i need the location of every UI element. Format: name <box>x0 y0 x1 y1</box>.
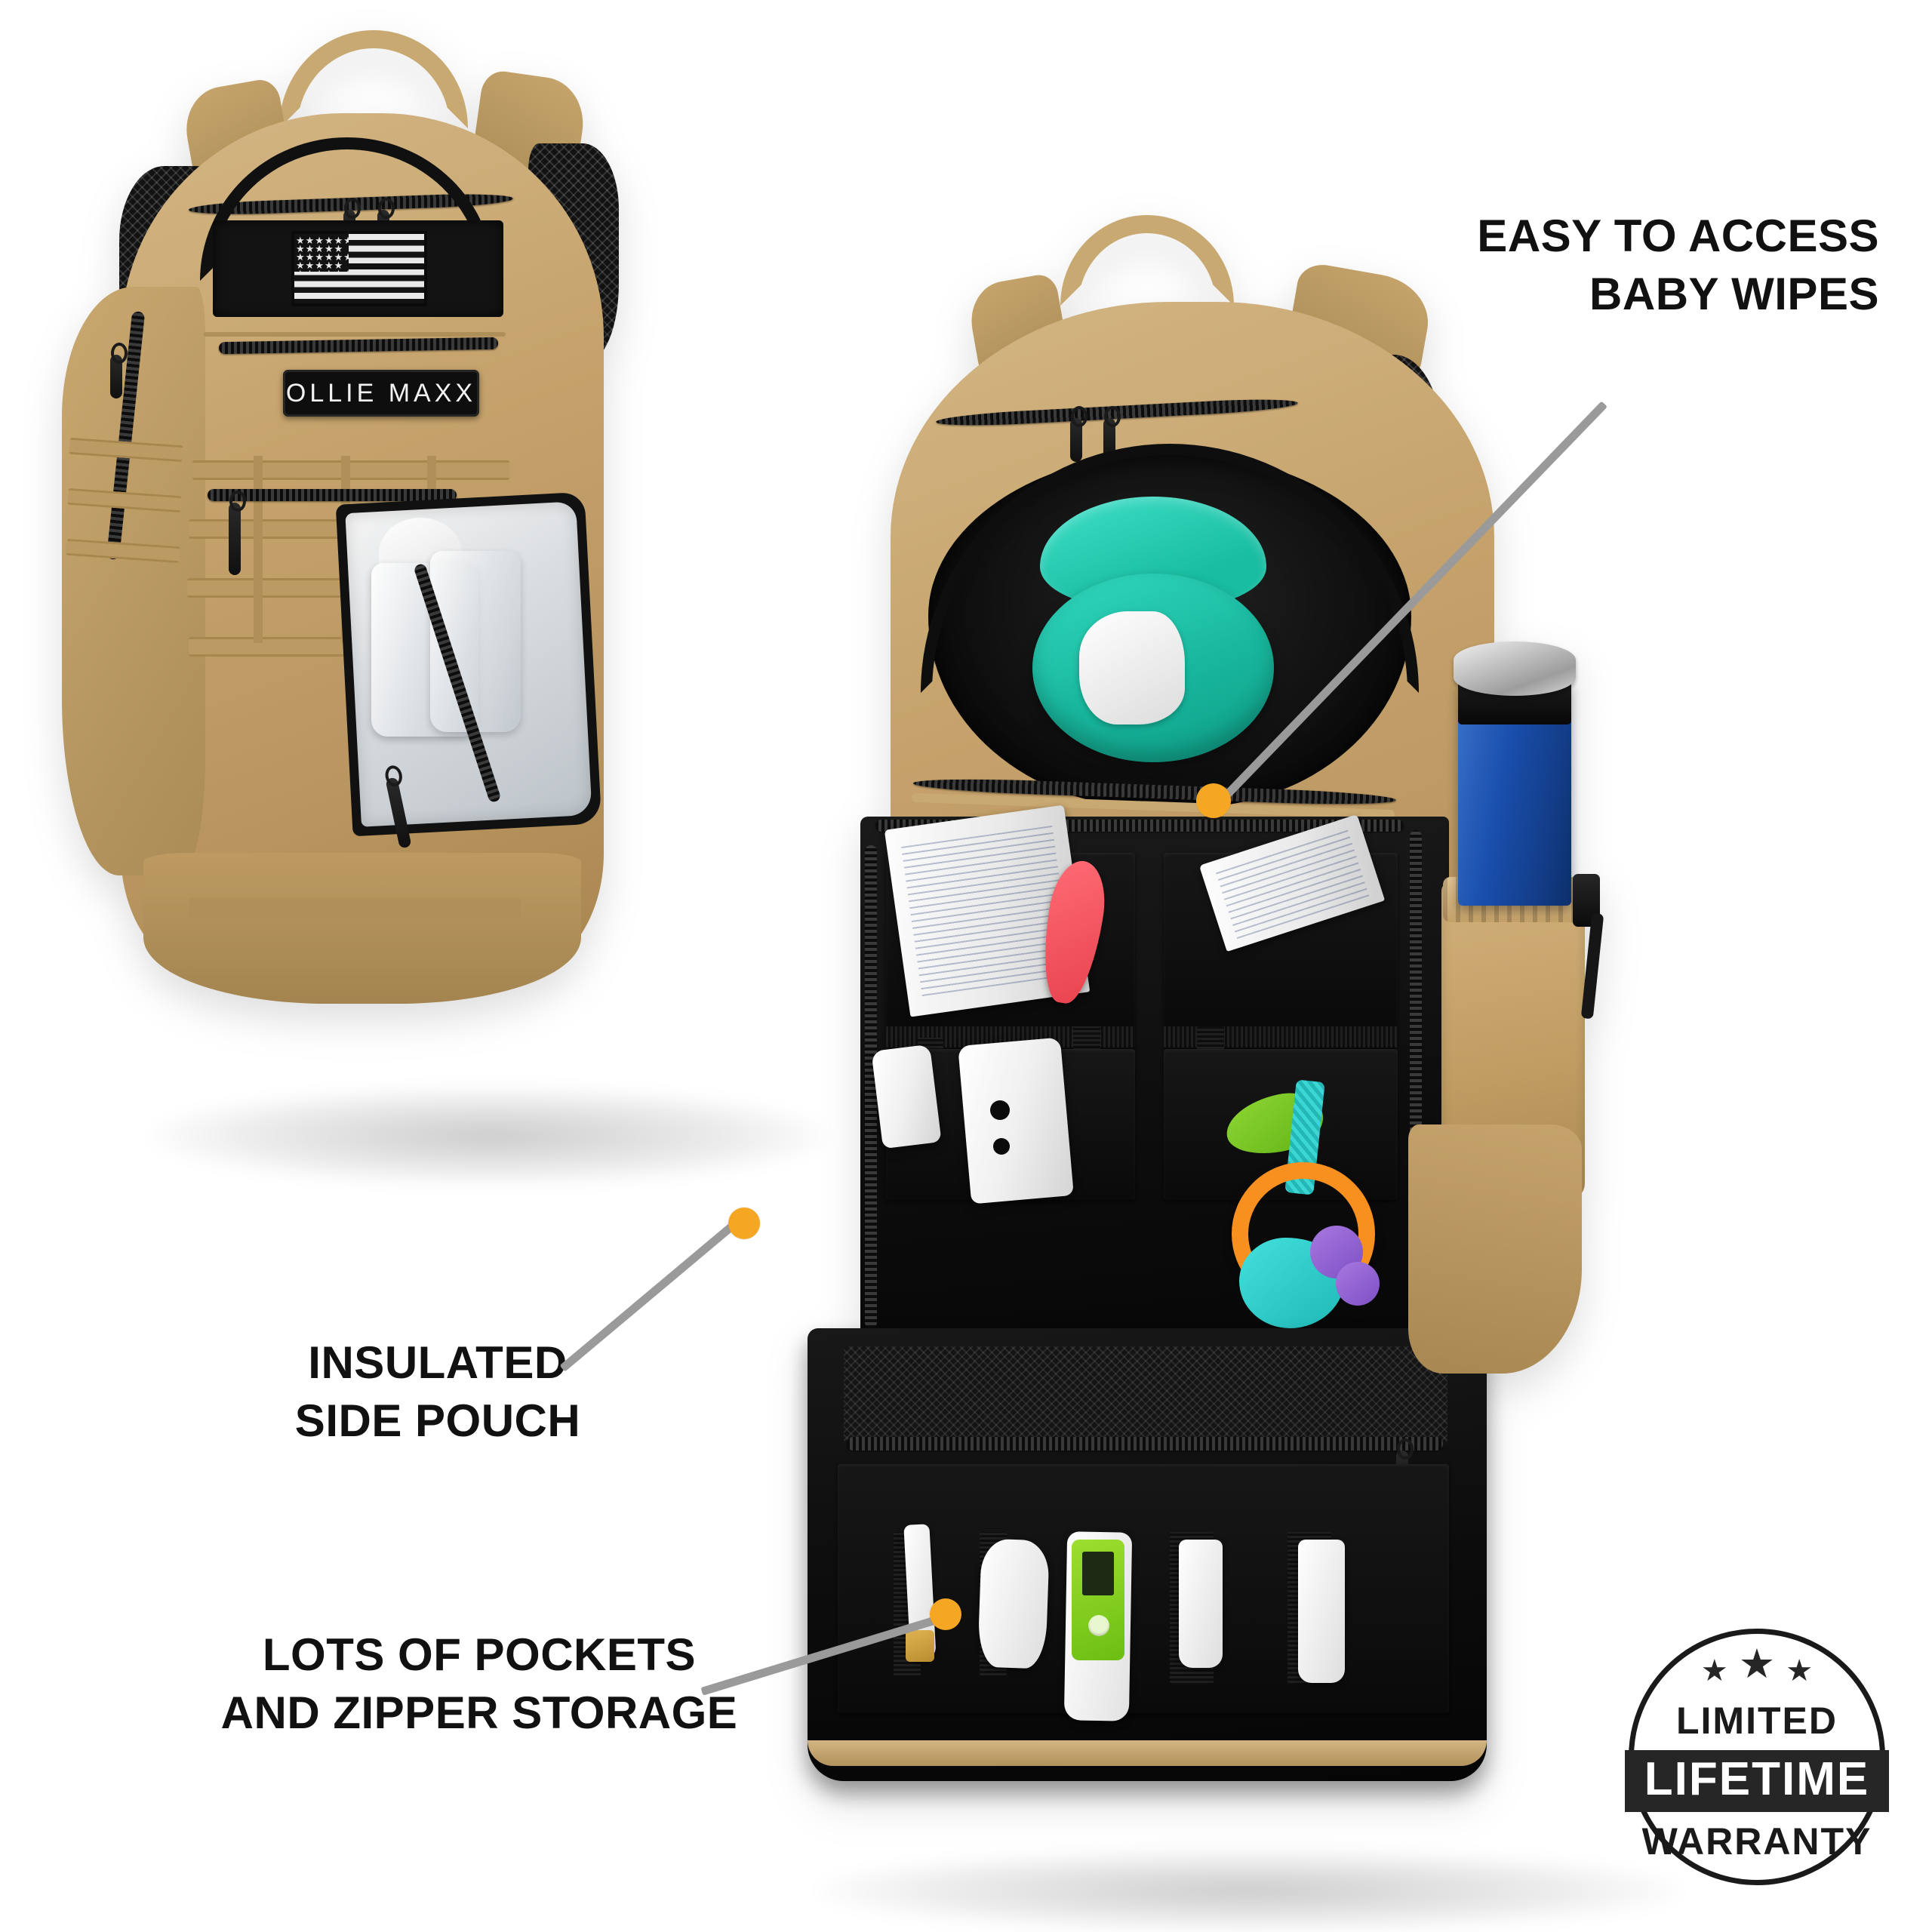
limited-lifetime-warranty-badge: ★ ★ ★ LIMITED LIFETIME WARRANTY <box>1624 1629 1890 1885</box>
side-zipper-pull <box>110 343 128 398</box>
badge-bottom-text: WARRANTY <box>1641 1820 1872 1863</box>
front-lower-zipper-pull <box>229 491 246 575</box>
molle-tab-a <box>254 456 263 643</box>
usa-flag-patch: ★★★★★★★★★★★★★★★★★★★★★★★★★★★★ <box>291 231 427 306</box>
open-pack-right-lower-body <box>1408 1124 1582 1374</box>
badge-highlight-text: LIFETIME <box>1624 1750 1890 1812</box>
callout-baby-wipes: EASY TO ACCESS BABY WIPES <box>1411 208 1879 324</box>
callout-baby-wipes-line2: BABY WIPES <box>1589 268 1879 319</box>
front-lower-zipper <box>208 489 457 501</box>
flag-star-field: ★★★★★★★★★★★★★★★★★★★★★★★★★★★★ <box>294 234 349 272</box>
star-icon-left: ★ <box>1700 1654 1728 1687</box>
thermometer-screen <box>1082 1552 1114 1595</box>
nail-file-gold-tip <box>906 1630 934 1662</box>
flap-pocket-row <box>838 1464 1449 1713</box>
tumbler-steel-lid <box>1454 641 1576 696</box>
baby-brush <box>1179 1540 1223 1668</box>
badge-top-text: LIMITED <box>1676 1700 1838 1742</box>
bottom-flap-tan-trim <box>808 1740 1487 1766</box>
star-icon-center: ★ <box>1738 1641 1776 1687</box>
thermometer-button <box>1088 1615 1109 1636</box>
open-pack-carry-handle <box>1060 215 1234 306</box>
closed-pack-shadow <box>151 1087 830 1185</box>
pack-bottom-panel <box>143 853 581 1004</box>
flap-mesh-zipper <box>847 1437 1443 1451</box>
aspirator-hole-b <box>993 1138 1010 1155</box>
powder-bottle <box>871 1044 942 1149</box>
baby-comb <box>1298 1540 1345 1683</box>
leader-line-insulated-pouch <box>559 1215 745 1372</box>
closed-backpack: ★★★★★★★★★★★★★★★★★★★★★★★★★★★★ OLLIE MAXX <box>62 30 921 1162</box>
callout-pockets-storage-line2: AND ZIPPER STORAGE <box>220 1687 738 1738</box>
callout-dot-insulated-pouch <box>728 1208 760 1239</box>
callout-dot-baby-wipes <box>1196 783 1231 818</box>
callout-insulated-pouch-line1: INSULATED <box>308 1337 568 1388</box>
open-pack-lid-pull-a <box>1070 406 1088 462</box>
aspirator-hole-a <box>990 1100 1010 1120</box>
callout-baby-wipes-line1: EASY TO ACCESS <box>1477 211 1879 261</box>
callout-insulated-pouch-line2: SIDE POUCH <box>294 1395 581 1446</box>
flap-mesh-zip-pouch <box>844 1346 1447 1444</box>
callout-pockets-storage-line1: LOTS OF POCKETS <box>262 1629 697 1680</box>
brand-patch-label: OLLIE MAXX <box>285 378 477 408</box>
pack-bottom-webbing <box>189 898 521 918</box>
callout-dot-pockets-storage <box>930 1598 961 1630</box>
nail-clippers <box>977 1538 1050 1669</box>
front-panel-seam <box>204 332 506 337</box>
open-backpack <box>808 215 1849 1894</box>
brand-patch: OLLIE MAXX <box>283 370 479 417</box>
badge-star-row: ★ ★ ★ <box>1700 1644 1814 1691</box>
organizer-left-zipper <box>865 845 877 1328</box>
star-icon-right: ★ <box>1786 1654 1814 1687</box>
purple-bead-toy-2 <box>1336 1262 1380 1306</box>
nasal-aspirator <box>958 1037 1074 1204</box>
callout-insulated-pouch: INSULATED SIDE POUCH <box>242 1334 634 1451</box>
molle-row-1 <box>192 460 509 480</box>
open-pack-shadow <box>815 1849 1683 1932</box>
callout-pockets-storage: LOTS OF POCKETS AND ZIPPER STORAGE <box>192 1626 766 1743</box>
